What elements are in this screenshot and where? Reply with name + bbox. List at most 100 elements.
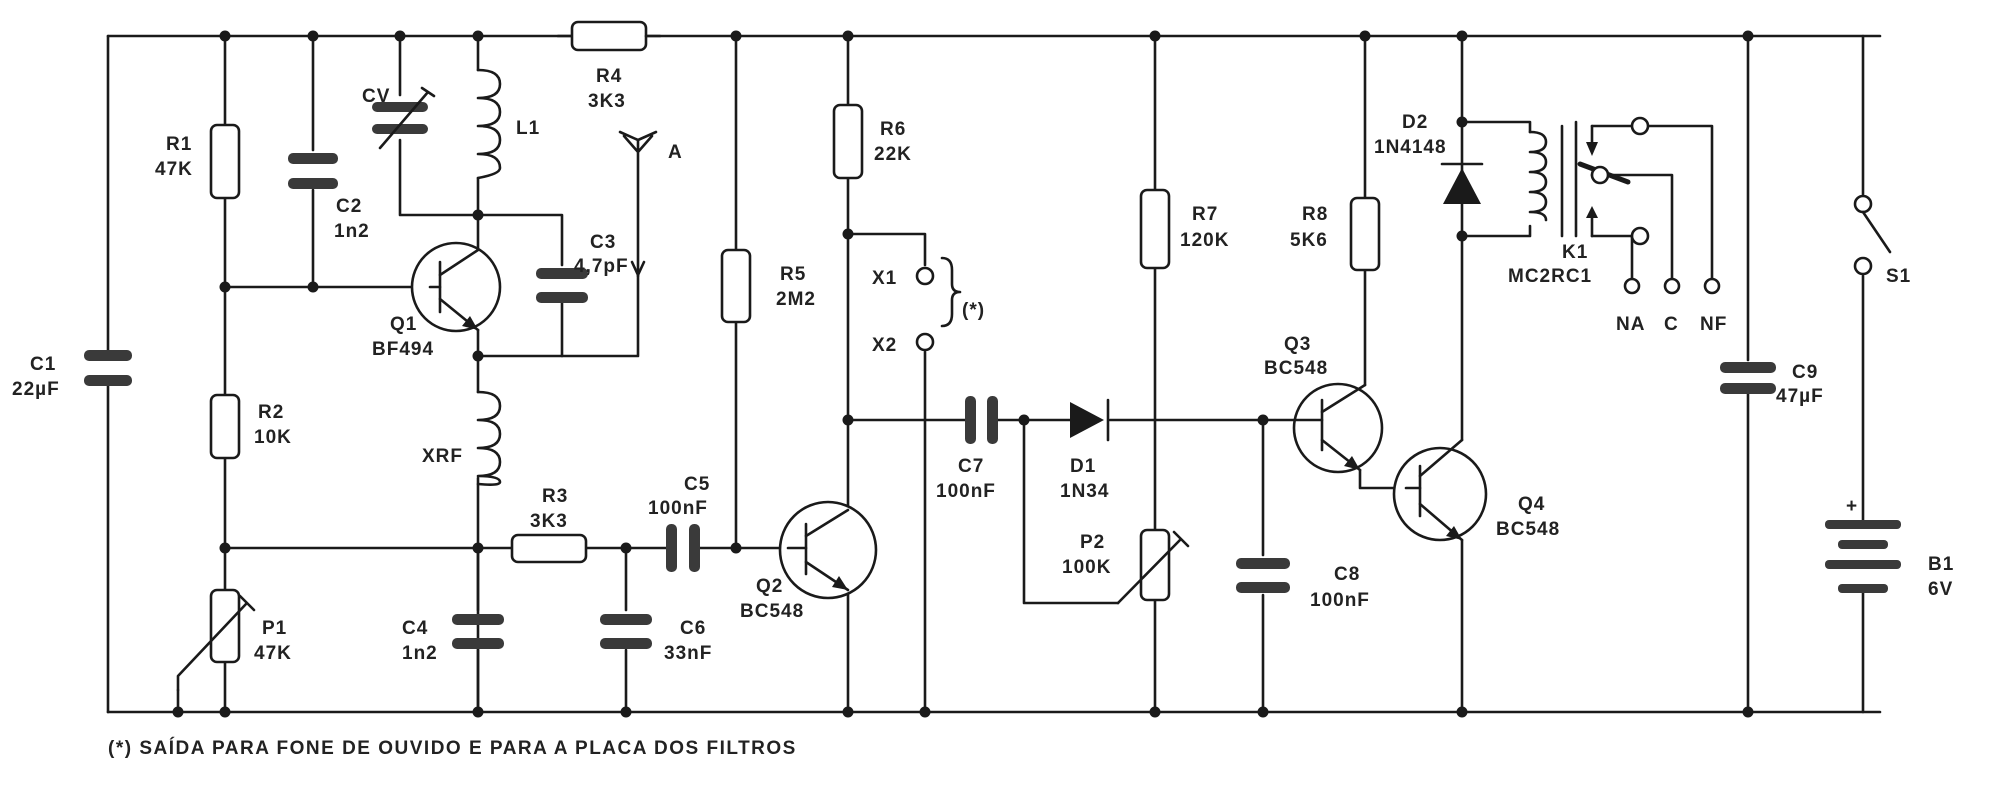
capacitor-c6: C6 33nF xyxy=(600,614,712,664)
q4-ref: Q4 xyxy=(1518,494,1545,515)
potentiometer-p2: P2 100K xyxy=(1062,528,1190,605)
relay-terminal-nf: NF xyxy=(1700,314,1727,335)
switch-s1: S1 xyxy=(1853,194,1911,287)
capacitor-c7: C7 100nF xyxy=(936,396,998,502)
x2-ref: X2 xyxy=(872,335,897,356)
resistor-r3: R3 3K3 xyxy=(510,486,588,564)
footnote: (*) SAÍDA PARA FONE DE OUVIDO E PARA A P… xyxy=(108,737,797,759)
c1-ref: C1 xyxy=(30,354,56,375)
c6-ref: C6 xyxy=(680,618,706,639)
r7-ref: R7 xyxy=(1192,204,1218,225)
r3-value: 3K3 xyxy=(530,511,568,532)
transistor-q1: Q1 BF494 xyxy=(372,241,502,360)
diode-d2: D2 1N4148 xyxy=(1374,112,1484,204)
x1-ref: X1 xyxy=(872,268,897,289)
resistor-r7: R7 120K xyxy=(1139,188,1229,270)
relay-terminal-c: C xyxy=(1664,314,1679,335)
resistor-r5: R5 2M2 xyxy=(720,248,816,324)
s1-ref: S1 xyxy=(1886,266,1911,287)
capacitor-c2: C2 1n2 xyxy=(288,153,370,242)
r4-value: 3K3 xyxy=(588,91,626,112)
xrf-ref: XRF xyxy=(422,446,463,467)
r8-value: 5K6 xyxy=(1290,230,1328,251)
c3-value: 4,7pF xyxy=(574,256,629,277)
transistor-q3: Q3 BC548 xyxy=(1261,334,1384,474)
d2-ref: D2 xyxy=(1402,112,1428,133)
b1-value: 6V xyxy=(1928,579,1953,600)
capacitor-c5: C5 100nF xyxy=(648,474,710,572)
inductor-l1: L1 xyxy=(476,68,540,180)
resistor-r6: R6 22K xyxy=(832,103,912,180)
l1-ref: L1 xyxy=(516,118,540,139)
battery-b1: + B1 6V xyxy=(1825,496,1954,600)
transistor-q4: Q4 BC548 xyxy=(1392,438,1560,542)
antenna-ref: A xyxy=(668,142,683,163)
c7-ref: C7 xyxy=(958,456,984,477)
capacitor-c8: C8 100nF xyxy=(1236,558,1370,611)
r7-value: 120K xyxy=(1180,230,1229,251)
c1-value: 22µF xyxy=(12,379,60,400)
r6-ref: R6 xyxy=(880,119,906,140)
r4-ref: R4 xyxy=(596,66,622,87)
q4-value: BC548 xyxy=(1496,519,1560,540)
capacitor-c9: C9 47µF xyxy=(1720,362,1824,407)
asterisk-mark: (*) xyxy=(962,300,985,321)
q2-ref: Q2 xyxy=(756,576,783,597)
capacitor-c3: C3 4,7pF xyxy=(536,232,629,303)
d1-value: 1N34 xyxy=(1060,481,1109,502)
p2-ref: P2 xyxy=(1080,532,1105,553)
c3-ref: C3 xyxy=(590,232,616,253)
p2-value: 100K xyxy=(1062,557,1111,578)
resistor-r1: R1 47K xyxy=(155,123,241,200)
c2-value: 1n2 xyxy=(334,221,370,242)
resistor-r8: R8 5K6 xyxy=(1290,196,1381,272)
c8-value: 100nF xyxy=(1310,590,1370,611)
q3-ref: Q3 xyxy=(1284,334,1311,355)
c8-ref: C8 xyxy=(1334,564,1360,585)
r2-ref: R2 xyxy=(258,402,284,423)
r1-ref: R1 xyxy=(166,134,192,155)
r1-value: 47K xyxy=(155,159,193,180)
r6-value: 22K xyxy=(874,144,912,165)
antenna-a: A xyxy=(618,130,683,278)
relay-terminal-na: NA xyxy=(1616,314,1645,335)
r5-value: 2M2 xyxy=(776,289,816,310)
d1-ref: D1 xyxy=(1070,456,1096,477)
variable-capacitor-cv: CV xyxy=(362,86,436,150)
resistor-r2: R2 10K xyxy=(209,393,292,460)
c9-value: 47µF xyxy=(1776,386,1824,407)
inductor-xrf: XRF xyxy=(422,390,502,486)
c4-ref: C4 xyxy=(402,618,428,639)
c5-value: 100nF xyxy=(648,498,708,519)
r3-ref: R3 xyxy=(542,486,568,507)
q3-value: BC548 xyxy=(1264,358,1328,379)
c4-value: 1n2 xyxy=(402,643,438,664)
p1-ref: P1 xyxy=(262,618,287,639)
c2-ref: C2 xyxy=(336,196,362,217)
q2-value: BC548 xyxy=(740,601,804,622)
resistor-r4: R4 3K3 xyxy=(570,20,662,112)
c7-value: 100nF xyxy=(936,481,996,502)
output-jacks: X1 X2 (*) xyxy=(872,256,985,356)
d2-value: 1N4148 xyxy=(1374,137,1447,158)
relay-k1: K1 MC2RC1 NA C NF xyxy=(1508,116,1727,335)
r2-value: 10K xyxy=(254,427,292,448)
c5-ref: C5 xyxy=(684,474,710,495)
b1-polarity: + xyxy=(1846,496,1858,517)
b1-ref: B1 xyxy=(1928,554,1954,575)
c6-value: 33nF xyxy=(664,643,712,664)
capacitor-c4: C4 1n2 xyxy=(402,614,504,664)
diode-d1: D1 1N34 xyxy=(1060,398,1110,502)
wiring xyxy=(106,30,1882,718)
q1-ref: Q1 xyxy=(390,314,417,335)
r8-ref: R8 xyxy=(1302,204,1328,225)
k1-ref: K1 xyxy=(1562,242,1588,263)
k1-value: MC2RC1 xyxy=(1508,266,1592,287)
capacitor-c1: C1 22µF xyxy=(12,350,132,400)
c9-ref: C9 xyxy=(1792,362,1818,383)
cv-ref: CV xyxy=(362,86,390,107)
r5-ref: R5 xyxy=(780,264,806,285)
transistor-q2: Q2 BC548 xyxy=(740,500,878,622)
p1-value: 47K xyxy=(254,643,292,664)
